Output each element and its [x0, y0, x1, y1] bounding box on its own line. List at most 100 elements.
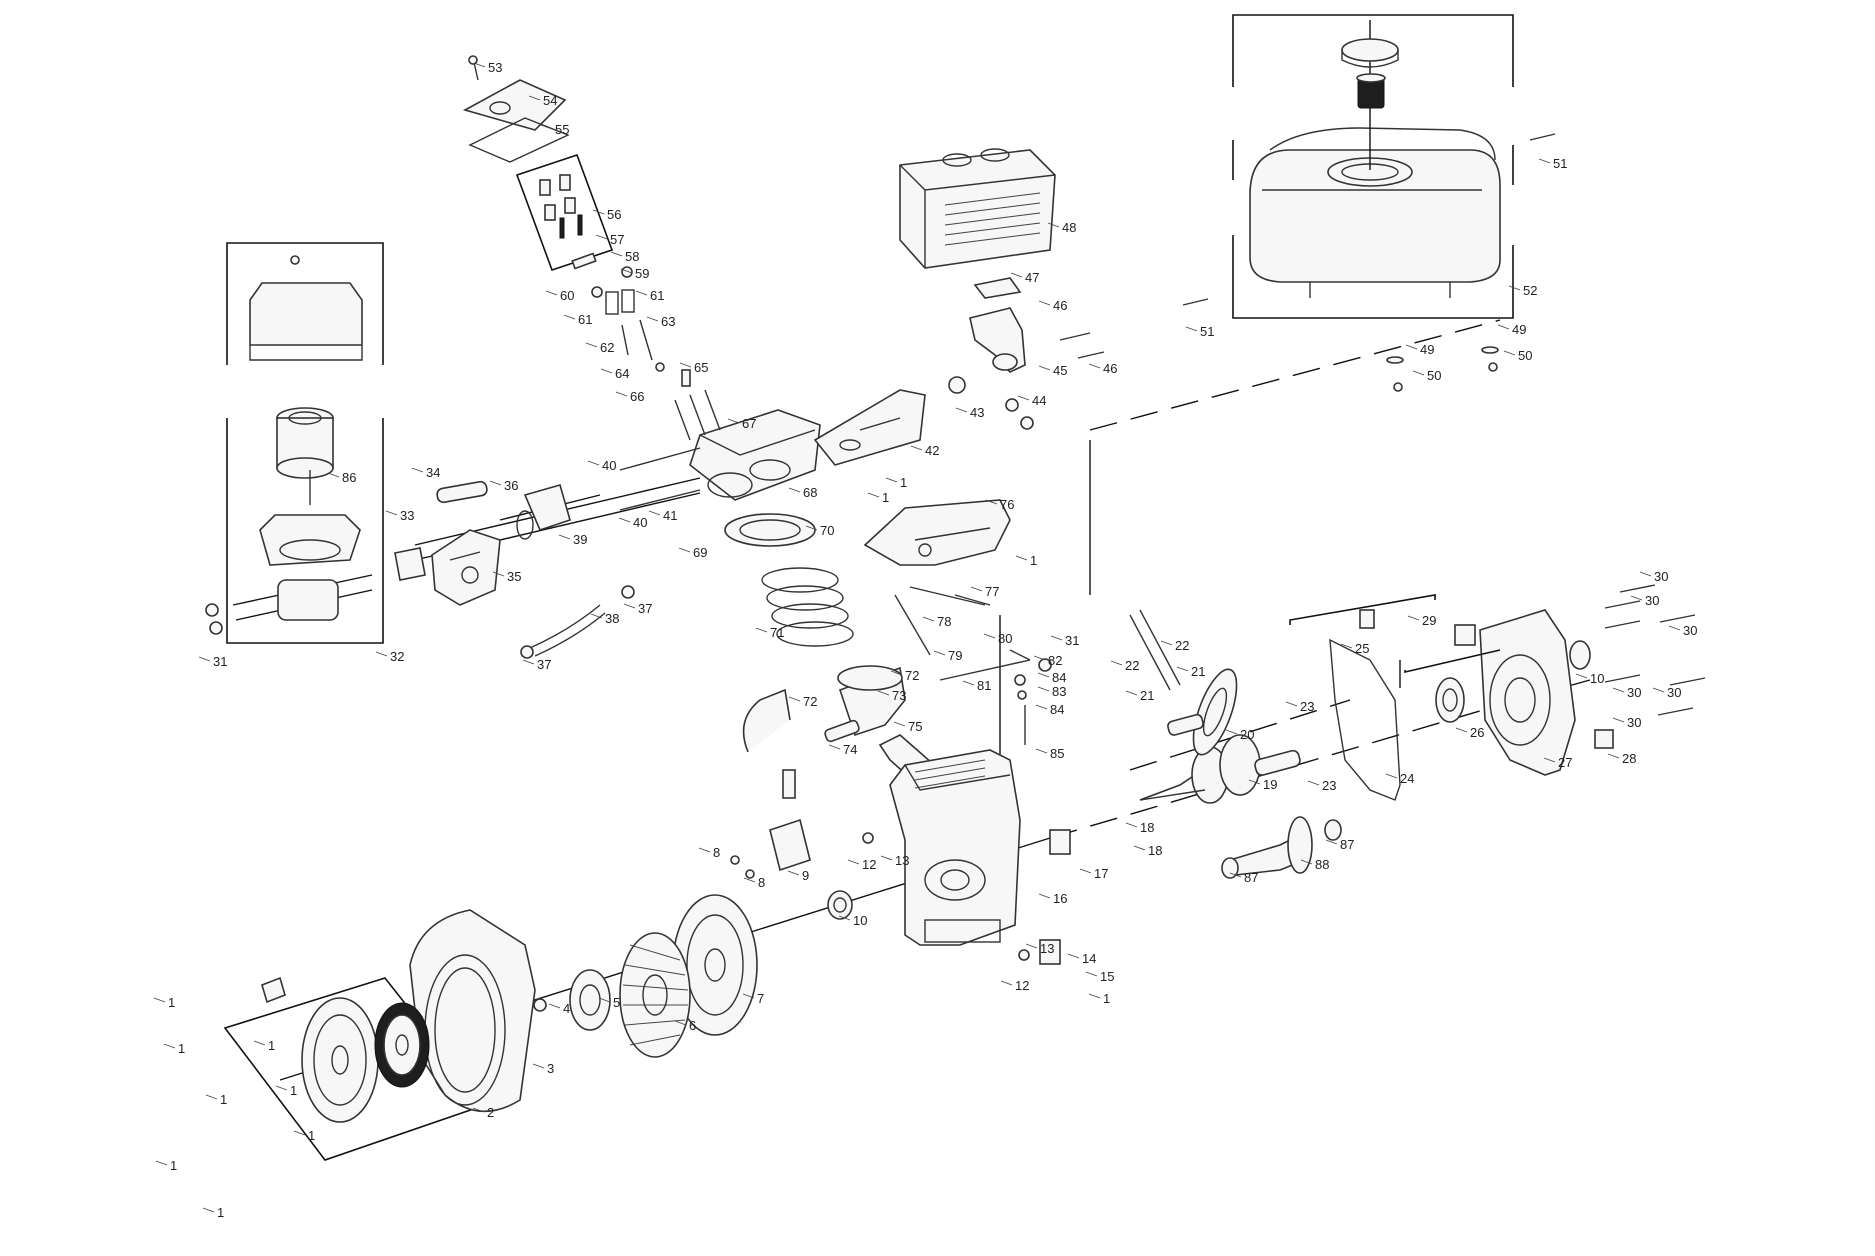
callout-79: 79 [948, 648, 962, 663]
callout-leader [1088, 993, 1101, 999]
callout-leader [598, 997, 611, 1003]
callout-83: 83 [1052, 684, 1066, 699]
bearings-and-seals [1435, 624, 1614, 749]
callout-28: 28 [1622, 751, 1636, 766]
balancer-kit-frame [1289, 594, 1501, 674]
callout-1: 1 [290, 1083, 297, 1098]
callout-10: 10 [853, 913, 867, 928]
air-filter-element [276, 407, 334, 505]
callout-leader [1038, 893, 1051, 899]
callout-leader [545, 290, 558, 296]
callout-71: 71 [770, 625, 784, 640]
oil-drain-bolts [862, 829, 1071, 965]
head-gasket [724, 513, 816, 547]
callout-leader [1025, 943, 1038, 949]
callout-22: 22 [1175, 638, 1189, 653]
callout-67: 67 [742, 416, 756, 431]
fan-cover [409, 909, 536, 1113]
callout-leader [528, 95, 541, 101]
callout-leader [1229, 872, 1242, 878]
callout-51: 51 [1200, 324, 1214, 339]
callout-64: 64 [615, 366, 629, 381]
callout-leader [1652, 687, 1665, 693]
callout-13: 13 [895, 853, 909, 868]
callout-leader [1000, 980, 1013, 986]
callout-1: 1 [268, 1038, 275, 1053]
callout-leader [962, 680, 975, 686]
carburetor [431, 529, 501, 606]
callout-leader [648, 510, 661, 516]
callout-87: 87 [1244, 870, 1258, 885]
callout-27: 27 [1558, 755, 1572, 770]
callout-leader [678, 547, 691, 553]
callout-leader [1176, 666, 1189, 672]
callout-leader [1538, 158, 1551, 164]
callout-15: 15 [1100, 969, 1114, 984]
callout-leader [955, 407, 968, 413]
callout-30: 30 [1627, 685, 1641, 700]
callout-leader [1085, 971, 1098, 977]
callout-leader [788, 487, 801, 493]
throttle-spring [909, 586, 991, 606]
valve-cover-gasket [468, 117, 570, 163]
muffler [899, 148, 1056, 269]
callout-leader [1405, 344, 1418, 350]
callout-1: 1 [168, 995, 175, 1010]
callout-42: 42 [925, 443, 939, 458]
callout-leader [1047, 222, 1060, 228]
air-filter-cover [249, 255, 363, 361]
callout-leader [828, 744, 841, 750]
carb-gasket [394, 547, 426, 581]
callout-1: 1 [1103, 991, 1110, 1006]
callout-44: 44 [1032, 393, 1046, 408]
callout-1: 1 [900, 475, 907, 490]
control-plate [863, 499, 1011, 566]
callout-leader [1035, 704, 1048, 710]
callout-leader [1407, 615, 1420, 621]
callout-leader [788, 696, 801, 702]
callout-72: 72 [803, 694, 817, 709]
callout-87: 87 [1340, 837, 1354, 852]
callout-leader [838, 915, 851, 921]
callout-leader [472, 1107, 485, 1113]
callout-leader [590, 613, 603, 619]
callout-46: 46 [1103, 361, 1117, 376]
callout-61: 61 [650, 288, 664, 303]
piston [837, 665, 906, 737]
callout-14: 14 [1082, 951, 1096, 966]
callout-leader [489, 480, 502, 486]
callout-40: 40 [602, 458, 616, 473]
callout-73: 73 [892, 688, 906, 703]
callout-leader [1340, 643, 1353, 649]
callout-35: 35 [507, 569, 521, 584]
callout-leader [1612, 687, 1625, 693]
callout-leader [1037, 686, 1050, 692]
callout-49: 49 [1512, 322, 1526, 337]
callout-3: 3 [547, 1061, 554, 1076]
callout-leader [623, 603, 636, 609]
callout-leader [202, 1207, 215, 1213]
air-filter-frame [226, 242, 384, 644]
fuel-tank-frame [1232, 14, 1514, 319]
fuel-strainer [1356, 73, 1386, 109]
callout-leader [473, 62, 486, 68]
callout-2: 2 [487, 1105, 494, 1120]
callout-leader [1543, 757, 1556, 763]
callout-leader [540, 124, 553, 130]
callout-leader [1668, 625, 1681, 631]
fuel-hose [520, 585, 635, 659]
callout-leader [698, 847, 711, 853]
callout-41: 41 [663, 508, 677, 523]
callout-leader [755, 627, 768, 633]
callout-8: 8 [713, 845, 720, 860]
callout-leader [1225, 729, 1238, 735]
callout-leader [1639, 571, 1652, 577]
callout-48: 48 [1062, 220, 1076, 235]
cooling-fan [619, 932, 691, 1058]
callout-leader [1038, 365, 1051, 371]
callout-17: 17 [1094, 866, 1108, 881]
callout-47: 47 [1025, 270, 1039, 285]
callout-leader [679, 362, 692, 368]
callout-30: 30 [1645, 593, 1659, 608]
callout-leader [522, 659, 535, 665]
